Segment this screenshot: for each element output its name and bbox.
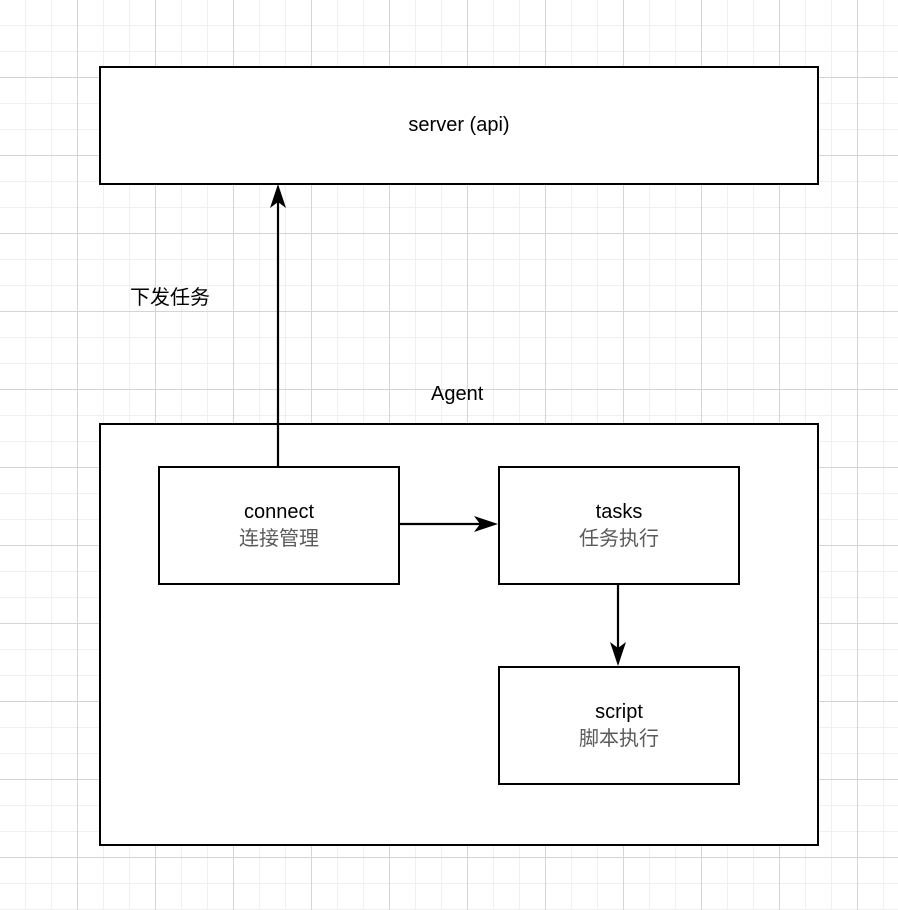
node-script[interactable]: script 脚本执行 — [498, 666, 740, 785]
node-server[interactable]: server (api) — [99, 66, 819, 185]
node-script-subtitle: 脚本执行 — [579, 727, 659, 750]
node-server-title: server (api) — [408, 114, 510, 136]
node-tasks-subtitle: 任务执行 — [579, 527, 659, 550]
edge-connect-to-server-label: 下发任务 — [130, 287, 210, 309]
node-tasks[interactable]: tasks 任务执行 — [498, 466, 740, 585]
node-connect-title: connect — [243, 500, 315, 523]
node-connect[interactable]: connect 连接管理 — [158, 466, 400, 585]
node-connect-subtitle: 连接管理 — [239, 527, 319, 550]
node-tasks-title: tasks — [595, 500, 643, 523]
node-agent-label: Agent — [431, 383, 484, 405]
node-script-title: script — [595, 700, 643, 723]
